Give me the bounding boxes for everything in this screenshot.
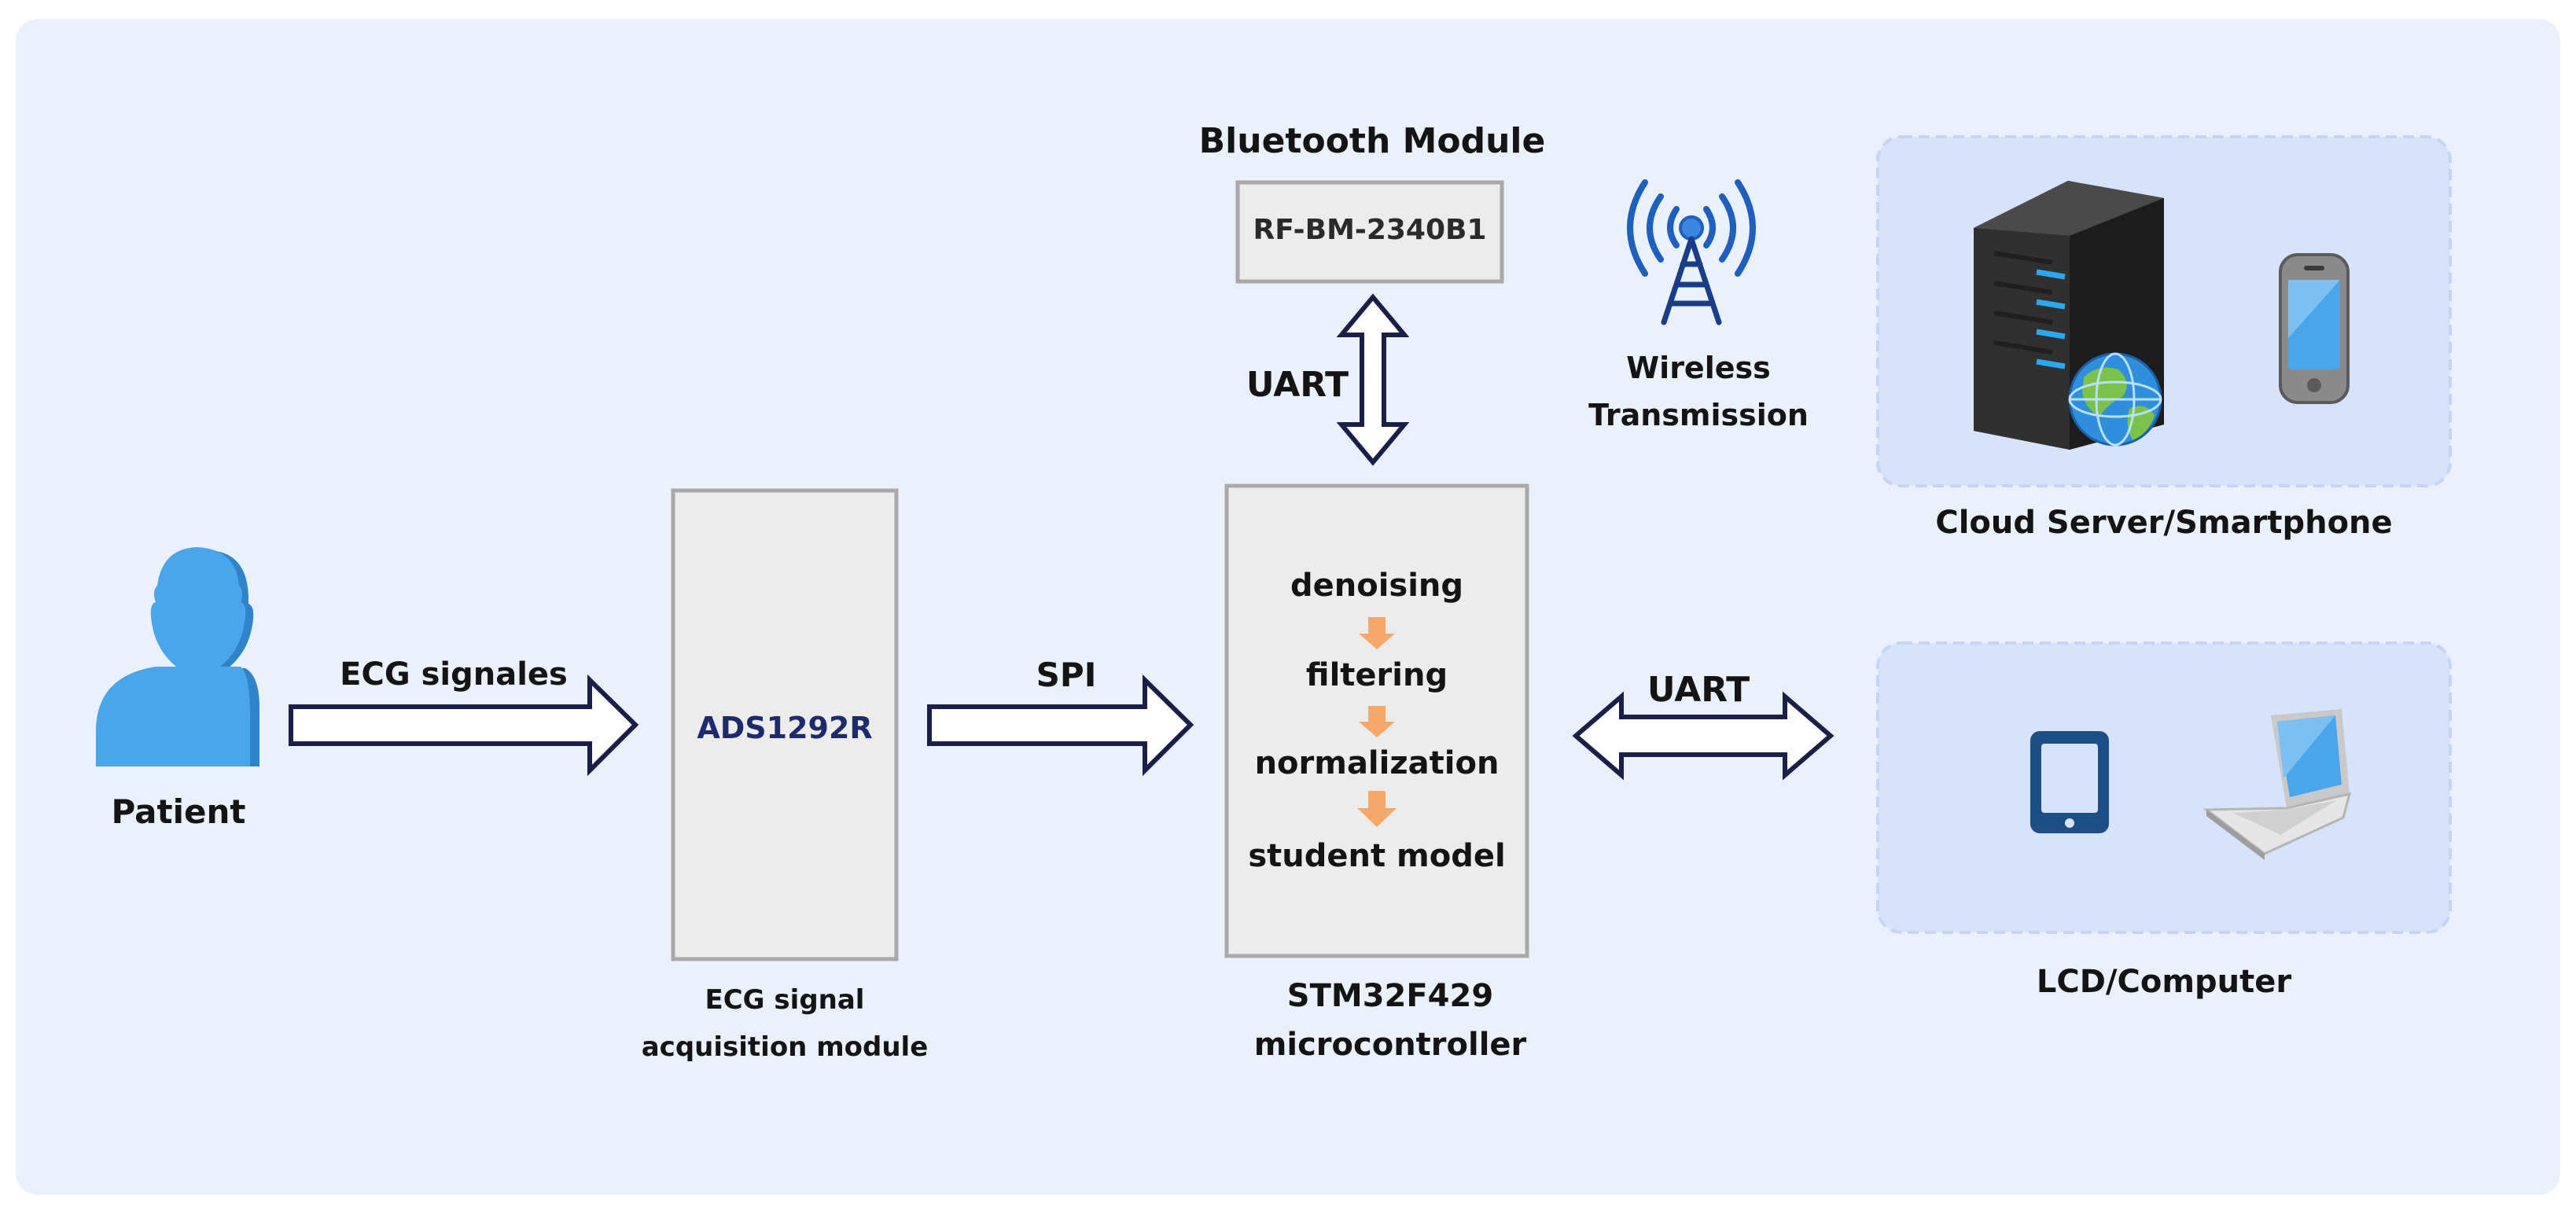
mcu-step-denoising: denoising: [1290, 568, 1464, 604]
bluetooth-module-box: [1235, 180, 1504, 284]
person-icon: [96, 547, 259, 766]
laptop-icon: [2202, 709, 2352, 860]
acquisition-caption-line1: ECG signal: [705, 984, 865, 1016]
spi-label: SPI: [1036, 656, 1097, 694]
mcu-step-normalization: normalization: [1254, 745, 1500, 781]
acquisition-caption-line2: acquisition module: [641, 1031, 929, 1063]
uart-lcd-arrow: [1572, 691, 1834, 781]
ecg-signals-label: ECG signales: [340, 656, 568, 693]
globe-icon: [2068, 352, 2162, 447]
patient-label: Patient: [111, 792, 246, 831]
wireless-label-line1: Wireless: [1626, 351, 1771, 385]
uart-bluetooth-label: UART: [1246, 365, 1349, 405]
mcu-caption-line2: microcontroller: [1253, 1027, 1527, 1063]
bluetooth-title: Bluetooth Module: [1198, 121, 1546, 161]
lcd-caption: LCD/Computer: [2036, 964, 2292, 1000]
step-arrow: [1357, 791, 1397, 827]
cloud-caption: Cloud Server/Smartphone: [1935, 505, 2393, 541]
smartphone-icon: [2279, 253, 2350, 404]
acquisition-module-box: [671, 488, 899, 961]
tablet-icon: [2030, 731, 2109, 833]
mcu-caption: STM32F429 microcontroller: [1254, 972, 1527, 1069]
spi-arrow: [927, 674, 1194, 777]
acquisition-chip-label: ADS1292R: [697, 711, 873, 745]
wireless-label: Wireless Transmission: [1588, 344, 1809, 439]
ecg-signals-arrow: [289, 674, 639, 777]
antenna-icon: [1627, 179, 1756, 325]
uart-lcd-label: UART: [1647, 670, 1750, 710]
mcu-caption-line1: STM32F429: [1286, 978, 1494, 1014]
step-arrow: [1359, 706, 1395, 737]
lcd-panel: [1876, 641, 2452, 934]
step-arrow: [1359, 617, 1395, 649]
bluetooth-chip-label: RF-BM-2340B1: [1253, 214, 1487, 246]
mcu-step-student-model: student model: [1248, 838, 1506, 874]
acquisition-caption: ECG signal acquisition module: [642, 976, 929, 1071]
mcu-step-filtering: filtering: [1305, 657, 1448, 693]
uart-bluetooth-arrow: [1336, 293, 1410, 466]
wireless-label-line2: Transmission: [1588, 398, 1809, 432]
